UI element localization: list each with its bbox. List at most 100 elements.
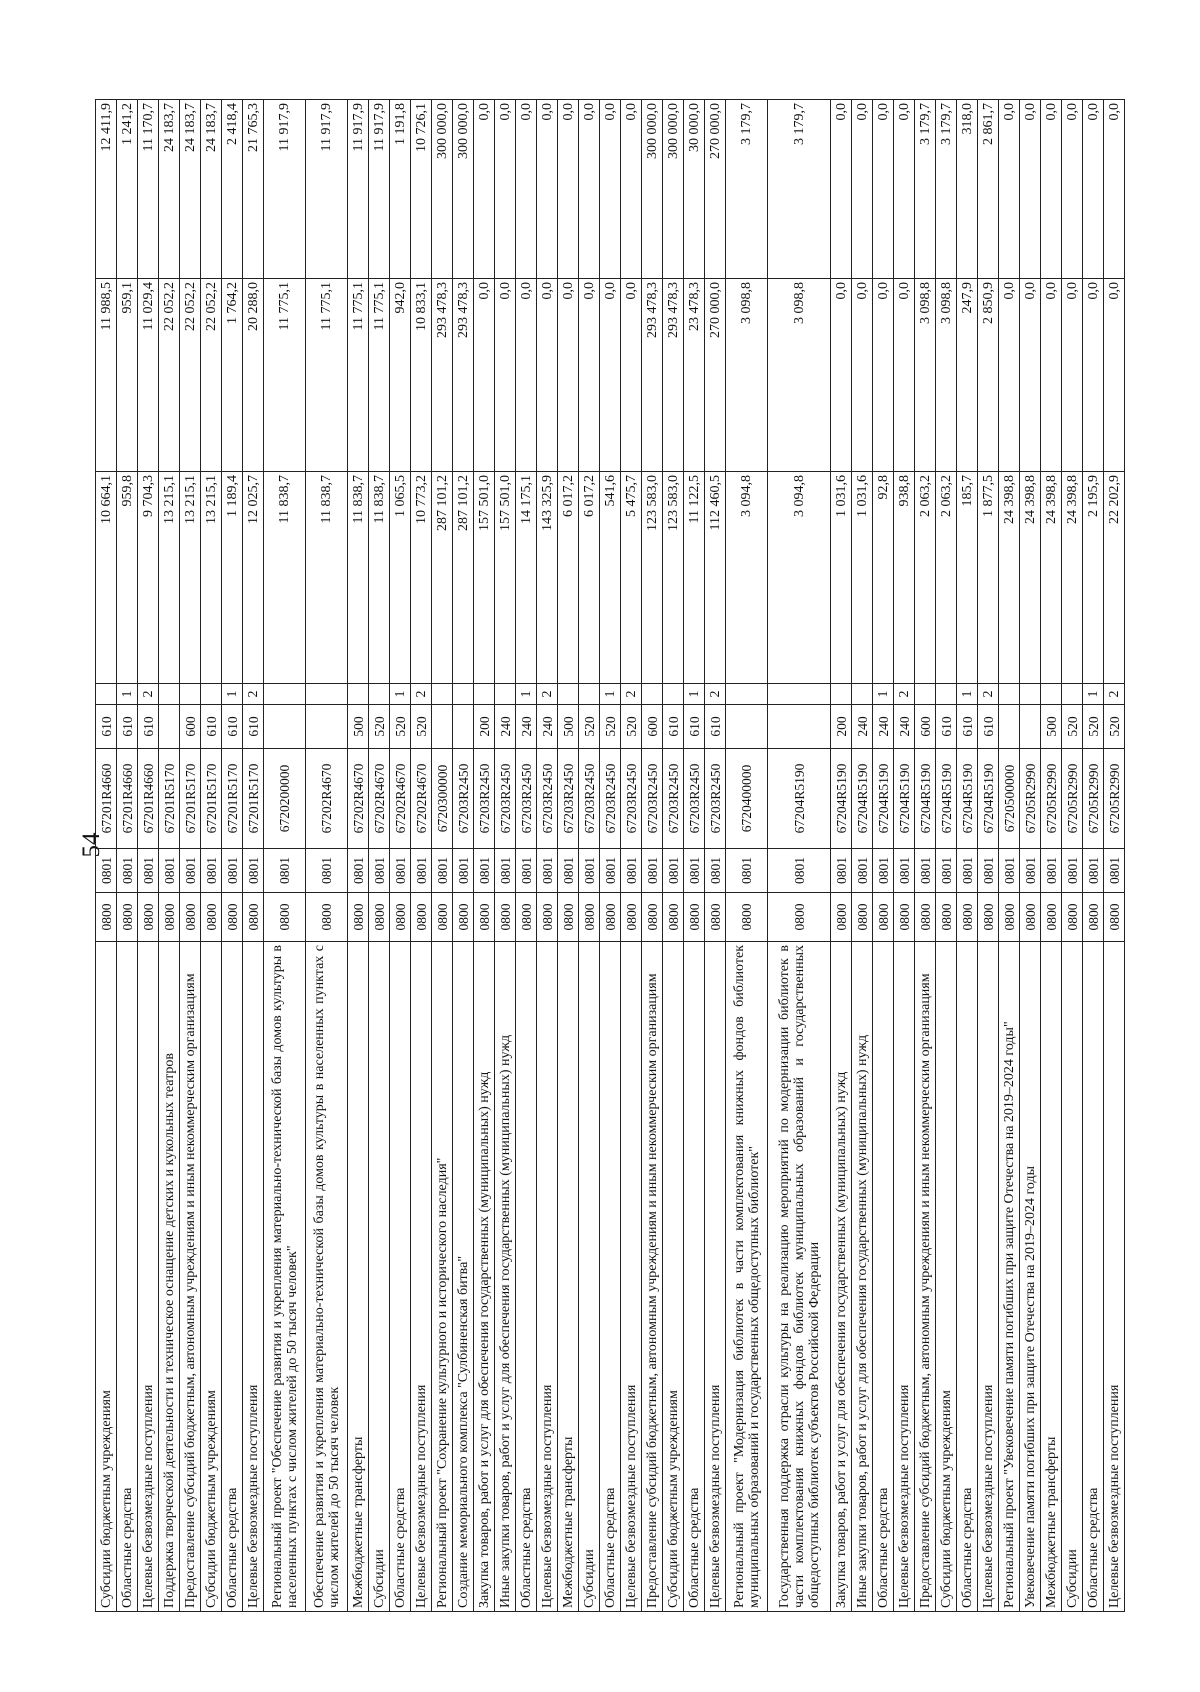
expense-type-code xyxy=(998,704,1020,749)
amount-year-3: 2 861,7 xyxy=(977,99,999,279)
expense-type-code: 600 xyxy=(641,704,663,749)
target-article-code: 67203R2450 xyxy=(536,748,558,849)
target-article-code: 67204R5190 xyxy=(830,748,852,849)
target-article-code: 67203R2450 xyxy=(515,748,537,849)
table-row: Поддержка творческой деятельности и техн… xyxy=(158,99,180,1612)
subsection-code: 0801 xyxy=(536,848,558,893)
section-code: 0800 xyxy=(872,892,894,942)
amount-year-2: 20 288,0 xyxy=(242,278,264,472)
section-code: 0800 xyxy=(998,892,1020,942)
amount-year-1: 9 704,3 xyxy=(137,471,159,684)
expense-type-code xyxy=(431,704,453,749)
amount-year-1: 6 017,2 xyxy=(557,471,579,684)
subsection-code: 0801 xyxy=(116,848,138,893)
amount-year-2: 0,0 xyxy=(893,278,915,472)
table-row: Увековечение памяти погибших при защите … xyxy=(1019,99,1041,1612)
amount-year-1: 24 398,8 xyxy=(1061,471,1083,684)
amount-year-2: 0,0 xyxy=(599,278,621,472)
section-code: 0800 xyxy=(200,892,222,942)
funding-source-code xyxy=(305,683,348,705)
target-article-code: 67204R5190 xyxy=(935,748,957,849)
row-name: Создание мемориального комплекса "Сулбин… xyxy=(452,941,474,1612)
amount-year-3: 3 179,7 xyxy=(725,99,768,279)
amount-year-1: 3 094,8 xyxy=(725,471,768,684)
amount-year-3: 0,0 xyxy=(1040,99,1062,279)
target-article-code: 67203R2450 xyxy=(641,748,663,849)
amount-year-3: 3 179,7 xyxy=(935,99,957,279)
amount-year-3: 0,0 xyxy=(473,99,495,279)
subsection-code: 0801 xyxy=(389,848,411,893)
amount-year-2: 0,0 xyxy=(1019,278,1041,472)
amount-year-3: 30 000,0 xyxy=(683,99,705,279)
row-name: Субсидии xyxy=(578,941,600,1612)
section-code: 0800 xyxy=(368,892,390,942)
funding-source-code: 1 xyxy=(599,683,621,705)
subsection-code: 0801 xyxy=(200,848,222,893)
amount-year-2: 270 000,0 xyxy=(704,278,726,472)
target-article-code: 67205R2990 xyxy=(1040,748,1062,849)
expense-type-code: 500 xyxy=(347,704,369,749)
amount-year-2: 0,0 xyxy=(536,278,558,472)
row-name: Целевые безвозмездные поступления xyxy=(536,941,558,1612)
section-code: 0800 xyxy=(830,892,852,942)
expense-type-code: 500 xyxy=(1040,704,1062,749)
expense-type-code: 200 xyxy=(830,704,852,749)
subsection-code: 0801 xyxy=(95,848,117,893)
target-article-code: 67201R4660 xyxy=(137,748,159,849)
funding-source-code: 1 xyxy=(116,683,138,705)
funding-source-code xyxy=(557,683,579,705)
row-name: Областные средства xyxy=(683,941,705,1612)
funding-source-code: 1 xyxy=(683,683,705,705)
subsection-code: 0801 xyxy=(1061,848,1083,893)
expense-type-code: 500 xyxy=(557,704,579,749)
amount-year-1: 13 215,1 xyxy=(200,471,222,684)
amount-year-3: 24 183,7 xyxy=(200,99,222,279)
subsection-code: 0801 xyxy=(641,848,663,893)
target-article-code: 67201R4660 xyxy=(95,748,117,849)
funding-source-code xyxy=(998,683,1020,705)
target-article-code: 67201R5170 xyxy=(179,748,201,849)
amount-year-1: 112 460,5 xyxy=(704,471,726,684)
funding-source-code: 2 xyxy=(977,683,999,705)
amount-year-3: 0,0 xyxy=(830,99,852,279)
expense-type-code: 240 xyxy=(872,704,894,749)
amount-year-1: 10 773,2 xyxy=(410,471,432,684)
table-row: Региональный проект "Модернизация библио… xyxy=(725,99,768,1612)
section-code: 0800 xyxy=(1082,892,1104,942)
table-row: Иные закупки товаров, работ и услуг для … xyxy=(851,99,873,1612)
amount-year-1: 92,8 xyxy=(872,471,894,684)
section-code: 0800 xyxy=(977,892,999,942)
funding-source-code xyxy=(494,683,516,705)
amount-year-2: 3 098,8 xyxy=(725,278,768,472)
row-name: Областные средства xyxy=(956,941,978,1612)
amount-year-1: 123 583,0 xyxy=(641,471,663,684)
expense-type-code: 520 xyxy=(620,704,642,749)
subsection-code: 0801 xyxy=(557,848,579,893)
expense-type-code: 610 xyxy=(116,704,138,749)
section-code: 0800 xyxy=(137,892,159,942)
amount-year-3: 11 917,9 xyxy=(305,99,348,279)
row-name: Региональный проект "Обеспечение развити… xyxy=(263,941,306,1612)
amount-year-1: 13 215,1 xyxy=(179,471,201,684)
target-article-code: 67201R5170 xyxy=(200,748,222,849)
expense-type-code: 200 xyxy=(473,704,495,749)
subsection-code: 0801 xyxy=(956,848,978,893)
section-code: 0800 xyxy=(1019,892,1041,942)
subsection-code: 0801 xyxy=(872,848,894,893)
row-name: Предоставление субсидий бюджетным, автон… xyxy=(641,941,663,1612)
row-name: Областные средства xyxy=(389,941,411,1612)
target-article-code: 6720300000 xyxy=(431,748,453,849)
row-name: Предоставление субсидий бюджетным, автон… xyxy=(179,941,201,1612)
target-article-code: 6720500000 xyxy=(998,748,1020,849)
amount-year-1: 938,8 xyxy=(893,471,915,684)
section-code: 0800 xyxy=(683,892,705,942)
amount-year-2: 23 478,3 xyxy=(683,278,705,472)
funding-source-code: 2 xyxy=(1103,683,1125,705)
funding-source-code xyxy=(641,683,663,705)
